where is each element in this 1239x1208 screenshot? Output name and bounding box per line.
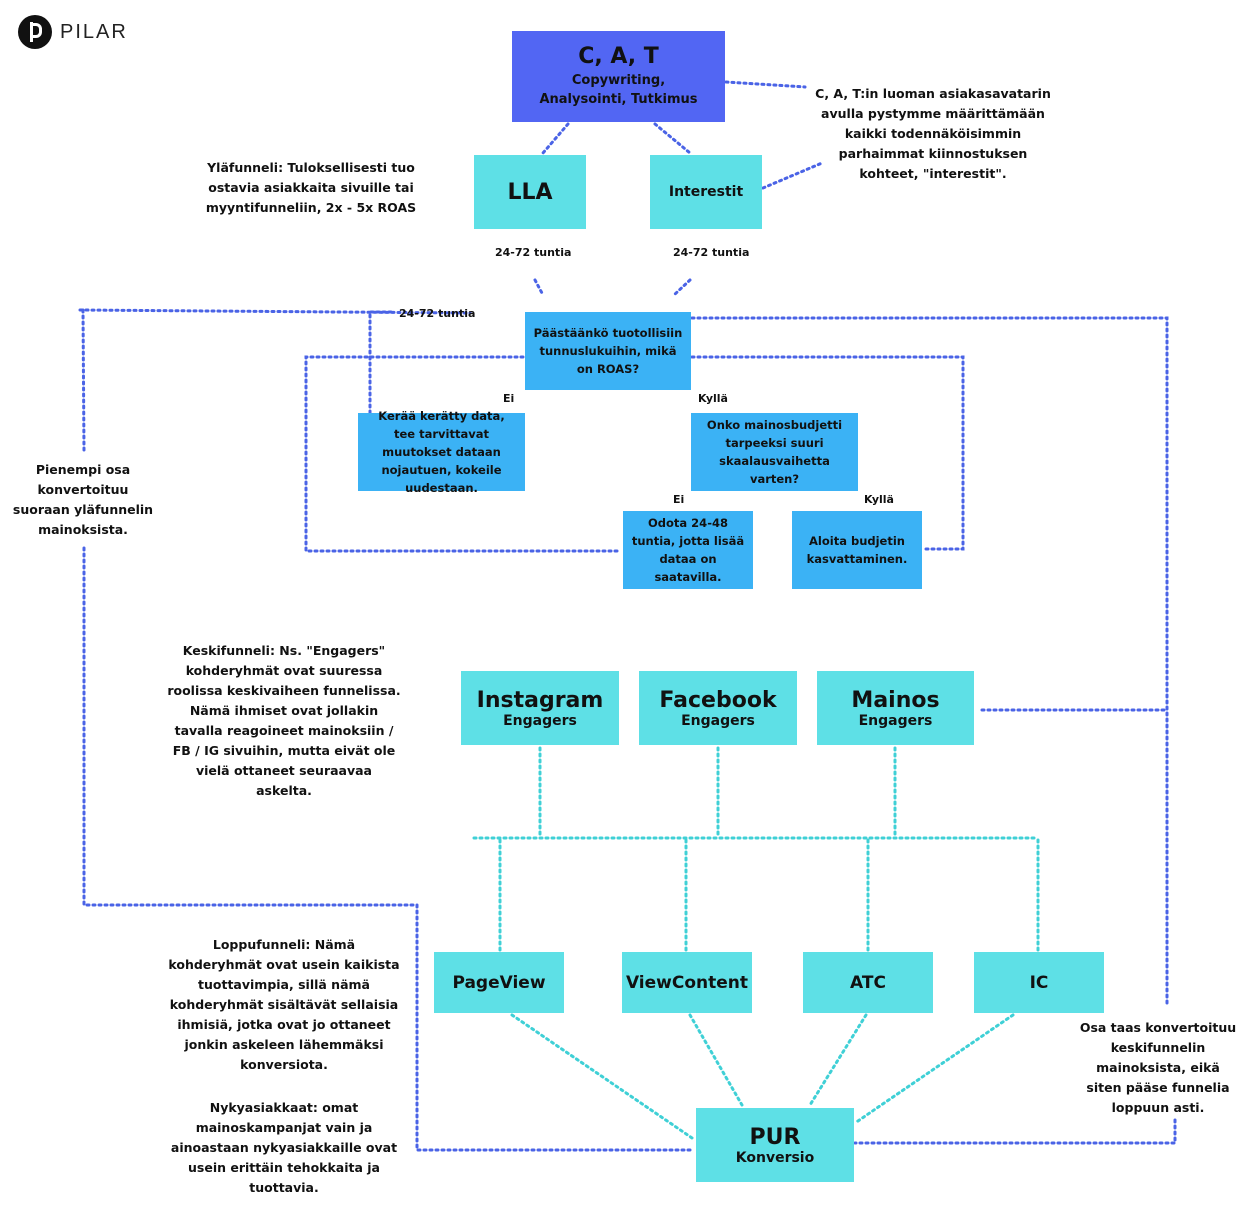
wait-box: Odota 24-48 tuntia, jotta lisää dataa on… bbox=[623, 511, 753, 589]
atc-box: ATC bbox=[803, 952, 933, 1013]
customers-note: Nykyasiakkaat: omat mainoskampanjat vain… bbox=[170, 1100, 398, 1195]
right-note: Osa taas konvertoituu keskifunnelin main… bbox=[1079, 1020, 1237, 1115]
decision-text: Päästäänkö tuotollisiin tunnuslukuihin, … bbox=[533, 326, 683, 376]
cat-title: C, A, T bbox=[578, 44, 659, 69]
kylla-label-1: Kyllä bbox=[698, 392, 728, 405]
interestit-label: Interestit bbox=[668, 184, 744, 200]
mid-funnel-note: Keskifunneli: Ns. "Engagers" kohderyhmät… bbox=[167, 643, 401, 798]
instagram-sub: Engagers bbox=[503, 712, 577, 729]
viewcontent-label: ViewContent bbox=[625, 972, 749, 993]
logo-text: PILAR bbox=[60, 20, 128, 43]
grow-budget-box: Aloita budjetin kasvattaminen. bbox=[792, 511, 922, 589]
pur-box: PUR Konversio bbox=[696, 1108, 854, 1182]
decision-box: Päästäänkö tuotollisiin tunnuslukuihin, … bbox=[525, 312, 691, 390]
instagram-engagers-box: Instagram Engagers bbox=[461, 671, 619, 745]
cat-subtitle: Copywriting, Analysointi, Tutkimus bbox=[539, 73, 698, 107]
ic-label: IC bbox=[1029, 972, 1049, 993]
ei-label-1: Ei bbox=[503, 392, 515, 405]
cat-box: C, A, T Copywriting, Analysointi, Tutkim… bbox=[512, 31, 725, 122]
time-label-loop: 24-72 tuntia bbox=[399, 307, 476, 320]
left-note: Pienempi osa konvertoituu suoraan yläfun… bbox=[12, 462, 154, 537]
atc-label: ATC bbox=[850, 972, 886, 993]
mainos-sub: Engagers bbox=[858, 712, 933, 729]
ic-box: IC bbox=[974, 952, 1104, 1013]
bottom-funnel-note: Loppufunneli: Nämä kohderyhmät ovat usei… bbox=[168, 937, 400, 1072]
pageview-box: PageView bbox=[434, 952, 564, 1013]
collect-box: Kerää kerätty data, tee tarvittavat muut… bbox=[358, 409, 525, 495]
time-label-interests: 24-72 tuntia bbox=[673, 246, 750, 259]
ei-label-2: Ei bbox=[673, 493, 685, 506]
collect-text: Kerää kerätty data, tee tarvittavat muut… bbox=[378, 409, 505, 495]
top-funnel-note: Yläfunneli: Tuloksellisesti tuo ostavia … bbox=[205, 160, 417, 215]
pilar-logo: PILAR bbox=[18, 15, 128, 49]
mainos-engagers-box: Mainos Engagers bbox=[817, 671, 974, 745]
budget-question-box: Onko mainosbudjetti tarpeeksi suuri skaa… bbox=[691, 413, 858, 491]
facebook-sub: Engagers bbox=[681, 712, 755, 729]
facebook-engagers-box: Facebook Engagers bbox=[639, 671, 797, 745]
pur-sub: Konversio bbox=[735, 1149, 815, 1166]
pageview-label: PageView bbox=[452, 972, 546, 993]
time-label-lla: 24-72 tuntia bbox=[495, 246, 572, 259]
lla-label: LLA bbox=[507, 179, 553, 205]
cat-note: C, A, T:in luoman asiakasavatarin avulla… bbox=[815, 86, 1051, 181]
budget-question-text: Onko mainosbudjetti tarpeeksi suuri skaa… bbox=[706, 418, 843, 486]
mainos-title: Mainos bbox=[851, 687, 940, 713]
wait-text: Odota 24-48 tuntia, jotta lisää dataa on… bbox=[631, 516, 745, 584]
pilar-logo-icon bbox=[18, 15, 52, 49]
interestit-box: Interestit bbox=[650, 155, 762, 229]
pur-title: PUR bbox=[749, 1124, 801, 1150]
instagram-title: Instagram bbox=[476, 687, 604, 713]
viewcontent-box: ViewContent bbox=[622, 952, 752, 1013]
facebook-title: Facebook bbox=[659, 687, 777, 713]
grow-budget-text: Aloita budjetin kasvattaminen. bbox=[806, 534, 908, 566]
kylla-label-2: Kyllä bbox=[864, 493, 894, 506]
lla-box: LLA bbox=[474, 155, 586, 229]
